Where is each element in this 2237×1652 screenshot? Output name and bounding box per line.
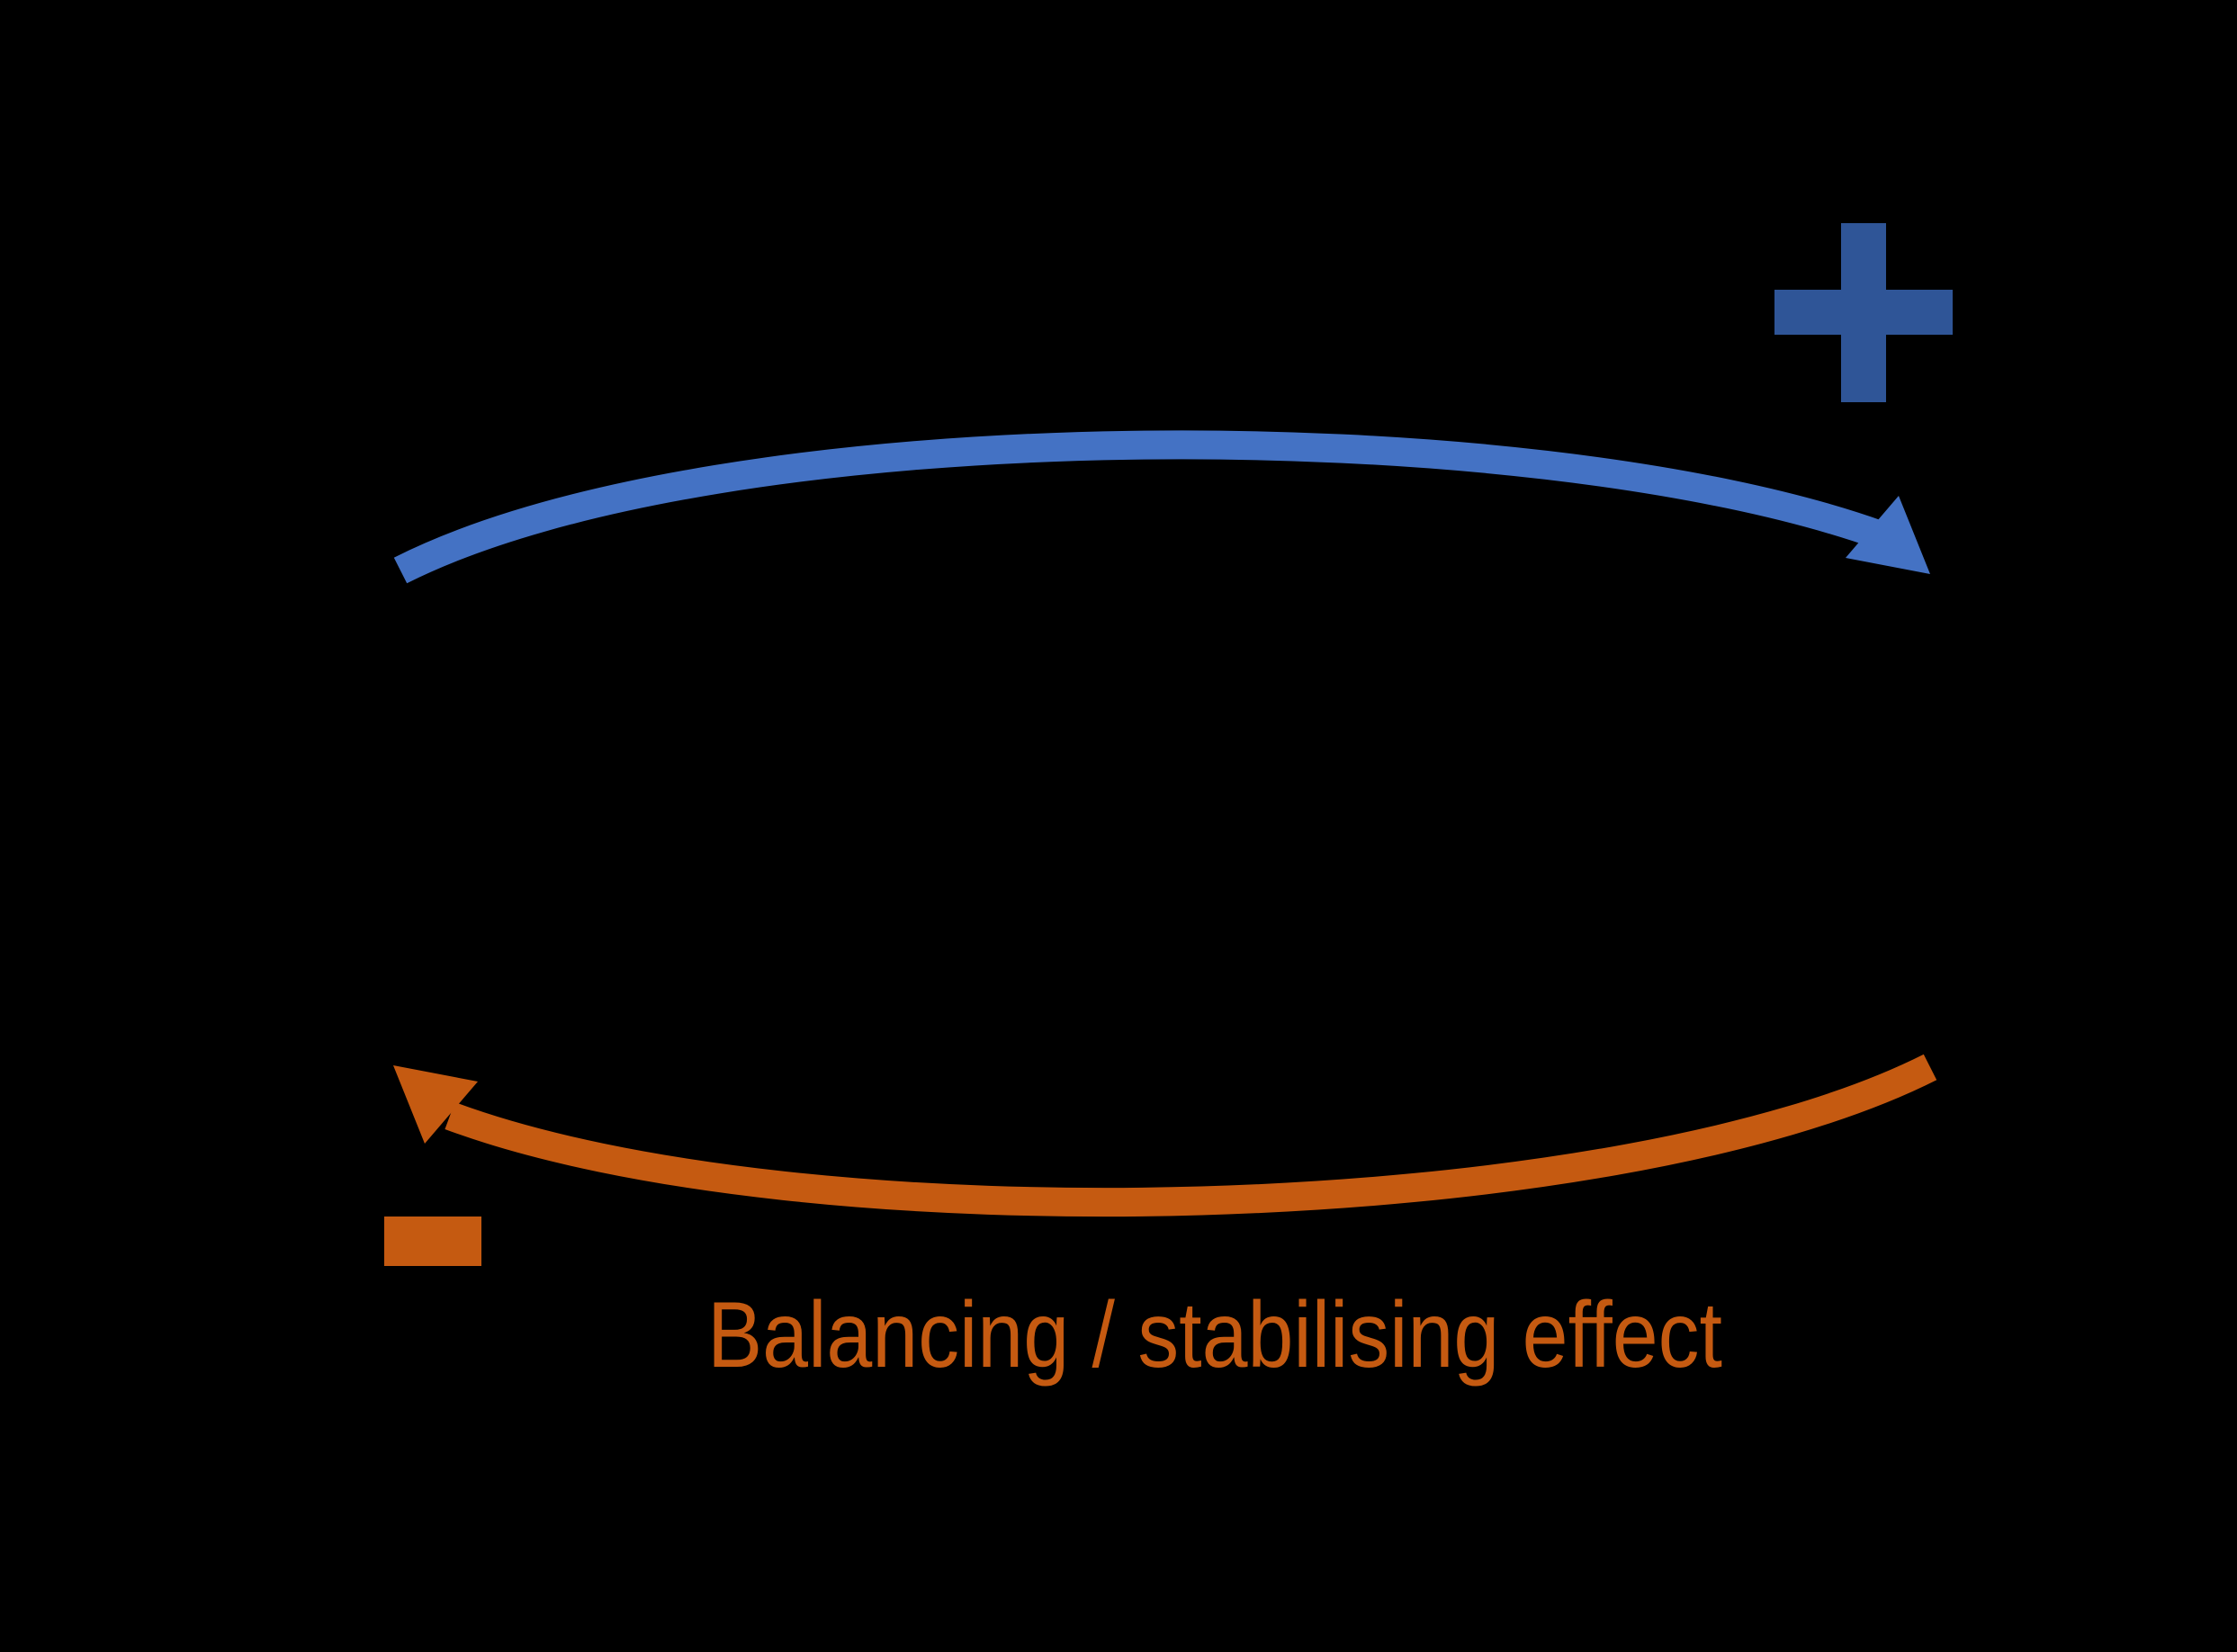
positive-effect-arc	[393, 430, 1886, 584]
plus-sign-horizontal-bar	[1774, 290, 1953, 335]
negative-arrowhead-icon	[393, 1065, 478, 1144]
plus-sign-icon	[1774, 223, 1953, 402]
minus-sign-icon	[384, 1217, 481, 1266]
balancing-effect-label: Balancing / stabilising effect	[707, 1283, 1722, 1387]
positive-arrowhead-icon	[1846, 496, 1930, 574]
negative-effect-arc	[445, 1054, 1937, 1217]
